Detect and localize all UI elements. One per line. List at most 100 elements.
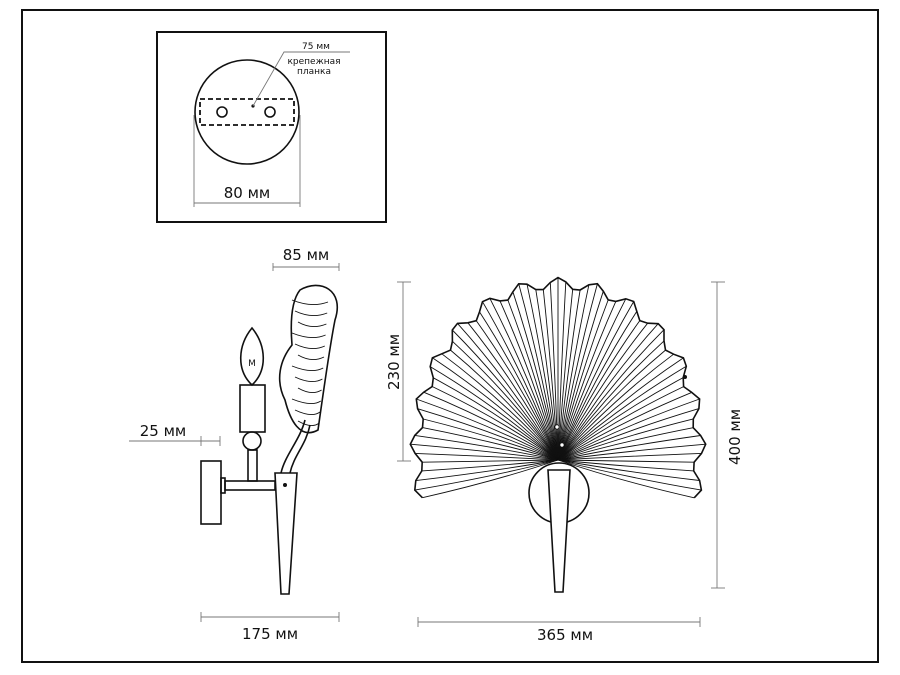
shade-rib <box>557 329 665 461</box>
shade-rib <box>549 282 559 461</box>
leaf-rib <box>291 299 329 305</box>
shade-rib <box>557 291 604 461</box>
depth-label: 85 мм <box>283 246 330 264</box>
front-view: 230 мм 400 мм 365 мм <box>385 276 744 644</box>
shade-rib <box>422 459 559 499</box>
shade-rib <box>416 398 559 461</box>
shade-rib <box>557 289 581 461</box>
shade-height-label: 230 мм <box>385 334 403 390</box>
shade-rib <box>557 427 694 461</box>
mounting-plate-inset: 75 мм крепежная планка 80 мм <box>156 31 387 223</box>
leaf-rib <box>297 420 320 426</box>
shade-rib <box>557 284 590 461</box>
shade-rib <box>557 322 649 461</box>
leaf-side <box>278 284 338 434</box>
shade-rib <box>557 311 638 461</box>
side-width-label: 175 мм <box>242 625 298 643</box>
shade-rib <box>479 311 559 461</box>
screw-hole-right <box>264 106 276 118</box>
shade-rib <box>557 408 700 461</box>
shade-rib <box>557 323 659 461</box>
shade-rib <box>557 281 567 461</box>
offset-label: 25 мм <box>140 422 187 440</box>
shade-rib <box>507 299 559 461</box>
shade-rib <box>557 299 609 461</box>
shade-rib <box>557 298 627 461</box>
leaf-rib <box>294 376 323 382</box>
arm <box>224 480 276 491</box>
shade-rib <box>557 459 695 463</box>
shade-rib <box>410 443 559 461</box>
shade-rib <box>557 349 666 461</box>
shade-rib <box>557 443 706 461</box>
shade-rib <box>557 301 617 461</box>
bulb <box>240 326 264 387</box>
shade-rib <box>414 434 559 461</box>
leader-line <box>252 51 350 107</box>
shade-rib <box>499 300 559 461</box>
socket <box>239 384 266 433</box>
shade-rib <box>557 301 635 461</box>
shade-rib <box>557 283 598 461</box>
leaf-rib <box>297 354 325 360</box>
shade-rib <box>557 353 674 461</box>
shade-rib <box>417 408 559 461</box>
screw-hole-left <box>216 106 228 118</box>
shade-rib <box>432 357 559 461</box>
shade-rib <box>557 452 702 461</box>
ginkgo-shade <box>409 276 707 499</box>
shade-rib <box>422 459 559 463</box>
shade-rib <box>433 377 559 461</box>
outer-frame <box>21 9 879 663</box>
shade-rib <box>542 289 559 461</box>
shade-rib <box>423 418 559 461</box>
shade-rib <box>432 386 559 461</box>
shade-rib <box>467 322 559 461</box>
shade-rib <box>414 459 559 491</box>
shade-outline <box>409 276 707 499</box>
shade-rib <box>429 366 559 461</box>
mounting-bar <box>199 98 295 126</box>
shade-rib <box>557 289 574 461</box>
leaf-rib <box>294 343 325 349</box>
shade-rib <box>451 329 559 461</box>
shade-rib <box>441 353 559 461</box>
shade-rib <box>512 291 559 461</box>
shade-rib <box>415 452 559 461</box>
shade-rib <box>557 377 684 461</box>
shade-rib <box>415 459 559 482</box>
shade-rib <box>422 427 559 461</box>
shade-rib <box>482 301 559 461</box>
side-view: 85 мм 25 мм M 175 мм <box>129 246 340 643</box>
shade-rib <box>557 357 684 461</box>
leaf-rib <box>291 365 324 371</box>
shade-rib <box>557 391 692 461</box>
shade-rib <box>423 391 559 461</box>
shade-rib <box>518 283 559 461</box>
leaf-rib <box>294 409 321 415</box>
shade-rib <box>452 340 559 461</box>
shade-rib <box>557 418 694 461</box>
shade-rib <box>557 398 700 461</box>
canopy-width-label: 80 мм <box>224 184 271 202</box>
shade-rib <box>557 386 684 461</box>
leaf-rib <box>297 321 327 327</box>
mounting-bar-note-2: планка <box>297 67 331 77</box>
shade-rib <box>557 320 641 461</box>
mounting-bar-note: крепежная <box>287 57 340 67</box>
front-width-label: 365 мм <box>537 626 593 644</box>
shade-rib <box>489 298 559 461</box>
canopy-circle <box>194 59 300 165</box>
shade-rib <box>457 323 559 461</box>
shade-rib <box>557 340 665 461</box>
shade-rib <box>557 365 687 461</box>
shade-rib <box>421 459 559 472</box>
bulb-mark: M <box>248 359 256 369</box>
leaf-rib <box>291 398 322 404</box>
shade-rib <box>450 349 559 461</box>
shade-rib <box>526 284 559 461</box>
front-holder <box>547 469 571 593</box>
shade-rib <box>557 435 701 461</box>
shade-rib <box>557 459 694 472</box>
